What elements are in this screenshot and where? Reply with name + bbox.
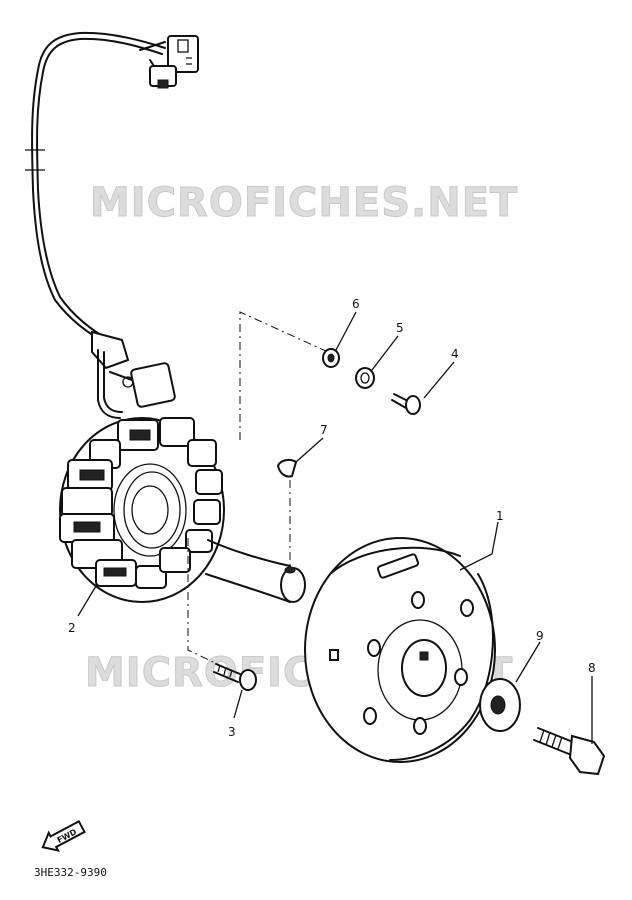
diagram-code: 3HE332-9390: [34, 866, 107, 879]
callout-7: 7: [320, 423, 328, 437]
stator-assembly: [59, 417, 225, 603]
rotor-washer: [479, 678, 521, 732]
assembly-leader-lines: [187, 311, 329, 671]
wire-grommet: [91, 330, 130, 419]
watermark-top: MICROFICHES.NET: [90, 180, 518, 226]
callout-5: 5: [396, 321, 404, 335]
callout-6: 6: [352, 297, 360, 311]
connector-large: [167, 35, 199, 73]
lock-washer: [355, 367, 375, 389]
connector-small: [149, 65, 177, 89]
pan-screw: [391, 393, 421, 415]
flywheel-rotor: [304, 537, 496, 763]
woodruff-key: [276, 458, 298, 478]
forward-arrow: FWD: [41, 819, 86, 852]
callout-numbers: 1 2 3 4 5 6 7 8 9: [68, 297, 596, 739]
callout-8: 8: [588, 661, 596, 675]
callout-3: 3: [228, 725, 236, 739]
stator-screw: [213, 663, 257, 691]
callout-1: 1: [496, 509, 504, 523]
rotor-bolt: [533, 727, 606, 776]
plain-washer: [322, 348, 340, 368]
crankshaft-end: [205, 539, 306, 603]
callout-leaders: [77, 311, 593, 744]
callout-2: 2: [68, 621, 76, 635]
callout-4: 4: [451, 347, 459, 361]
pickup-coil-connector: [109, 362, 176, 408]
callout-9: 9: [536, 629, 544, 643]
